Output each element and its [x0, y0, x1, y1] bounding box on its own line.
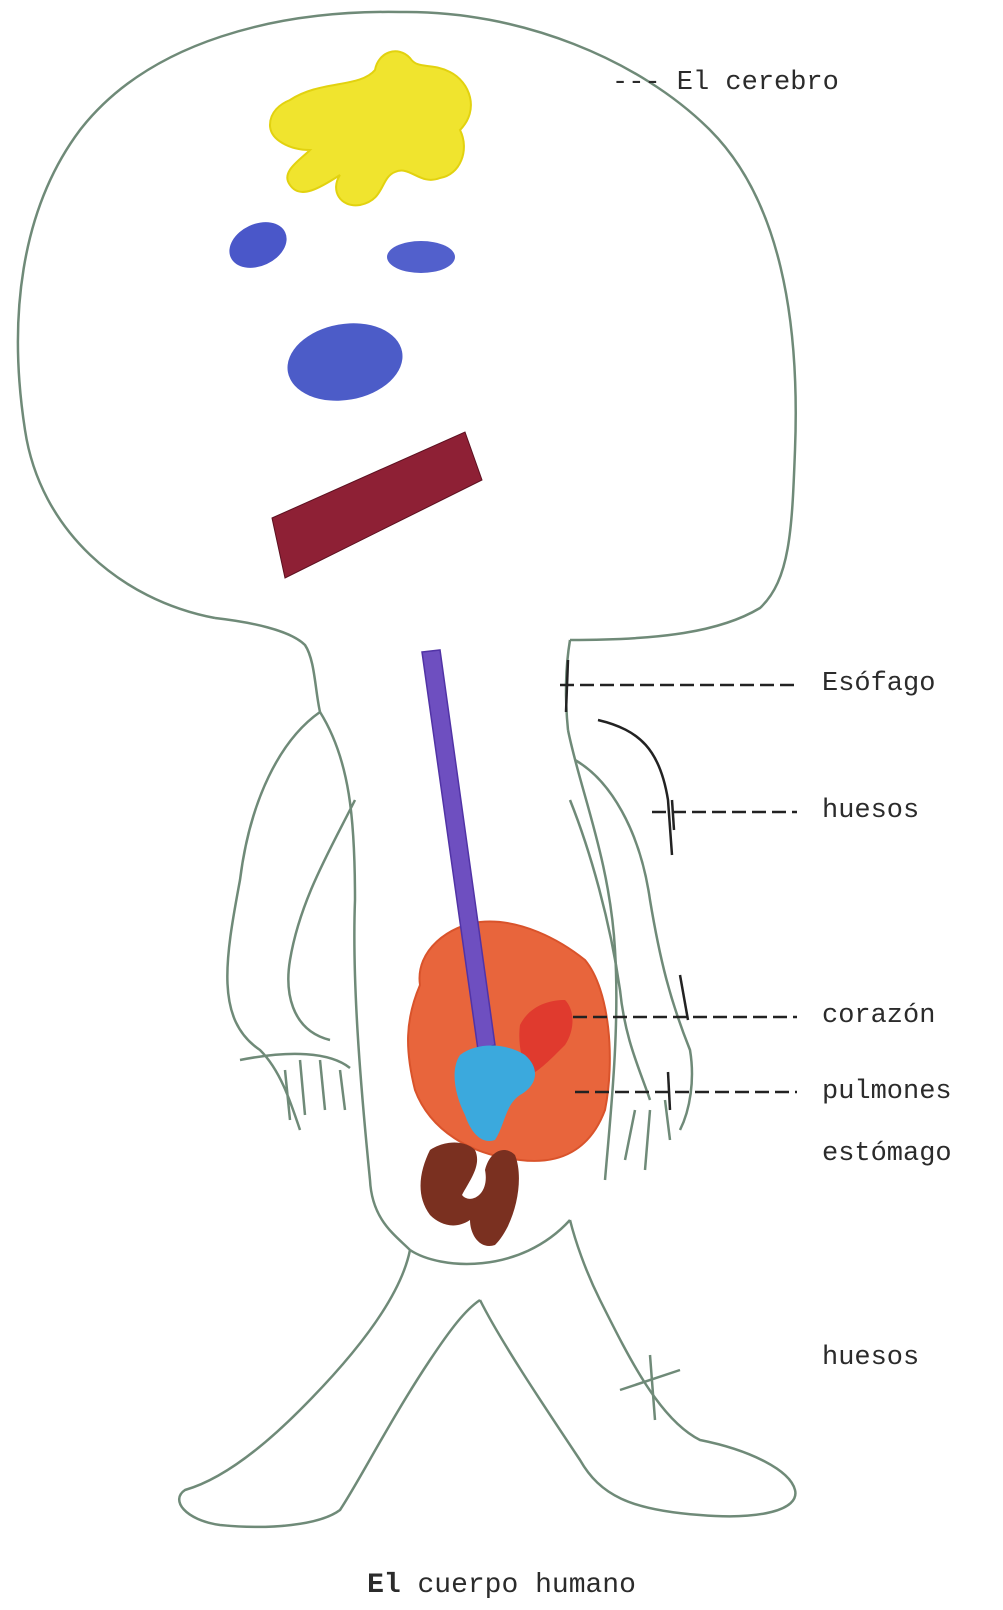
label-bones-upper: huesos	[822, 798, 919, 825]
bones-upper-tick	[672, 800, 674, 830]
right-leg	[480, 1220, 795, 1516]
label-stomach: estómago	[822, 1141, 952, 1168]
left-arm	[227, 712, 355, 1130]
lungs-shape	[408, 922, 610, 1161]
torso-left	[320, 712, 410, 1250]
left-leg	[179, 1250, 480, 1527]
mouth	[272, 432, 482, 578]
left-eye	[222, 213, 294, 276]
neck-left	[215, 618, 320, 712]
label-heart: corazón	[822, 1003, 935, 1030]
right-eye	[387, 241, 455, 273]
label-brain: --- El cerebro	[612, 70, 839, 97]
right-leg-mark	[620, 1355, 680, 1420]
lungs-tick	[668, 1072, 670, 1110]
diagram-title: El cuerpo humano	[0, 1570, 1003, 1601]
title-bold-part: El	[367, 1570, 401, 1601]
heart-bracket	[680, 975, 688, 1020]
title-rest-part: cuerpo humano	[401, 1570, 636, 1601]
intestine-shape	[421, 1143, 519, 1246]
bone-bracket	[598, 720, 672, 855]
brain-shape	[270, 51, 471, 205]
label-esophagus: Esófago	[822, 671, 935, 698]
label-lungs: pulmones	[822, 1079, 952, 1106]
label-bones-lower: huesos	[822, 1345, 919, 1372]
nose	[281, 315, 408, 410]
